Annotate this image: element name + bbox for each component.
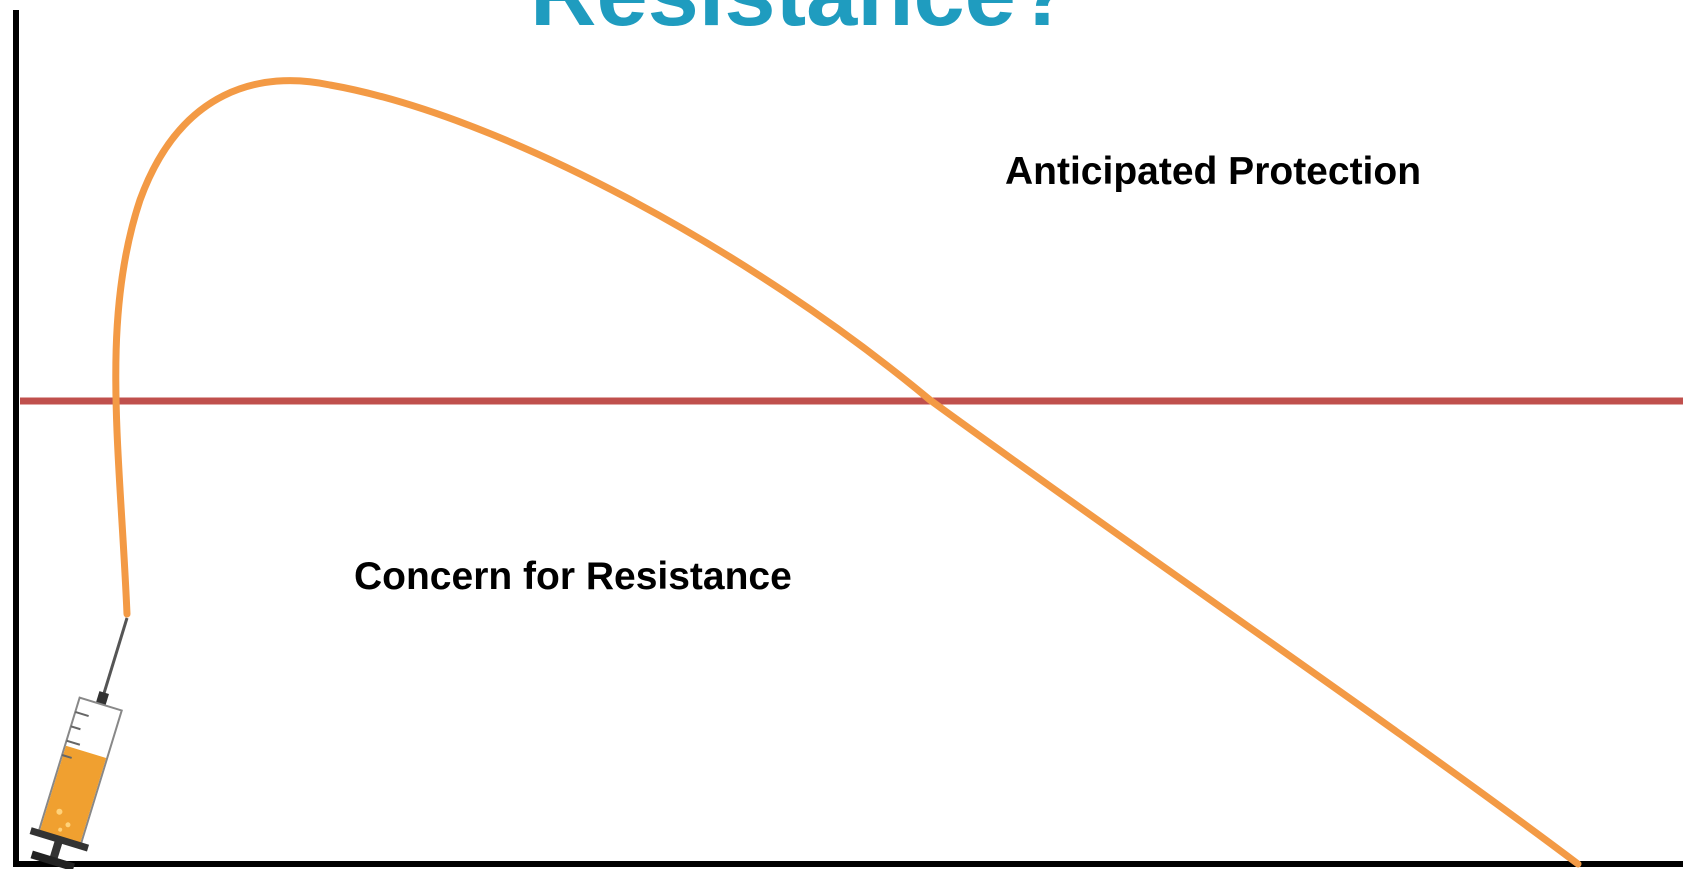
page-title: Resistance? <box>530 0 1072 40</box>
concern-for-resistance-label: Concern for Resistance <box>354 555 792 598</box>
syringe-icon <box>29 617 129 869</box>
anticipated-protection-label: Anticipated Protection <box>1005 150 1422 193</box>
protection-curve <box>112 77 1582 868</box>
